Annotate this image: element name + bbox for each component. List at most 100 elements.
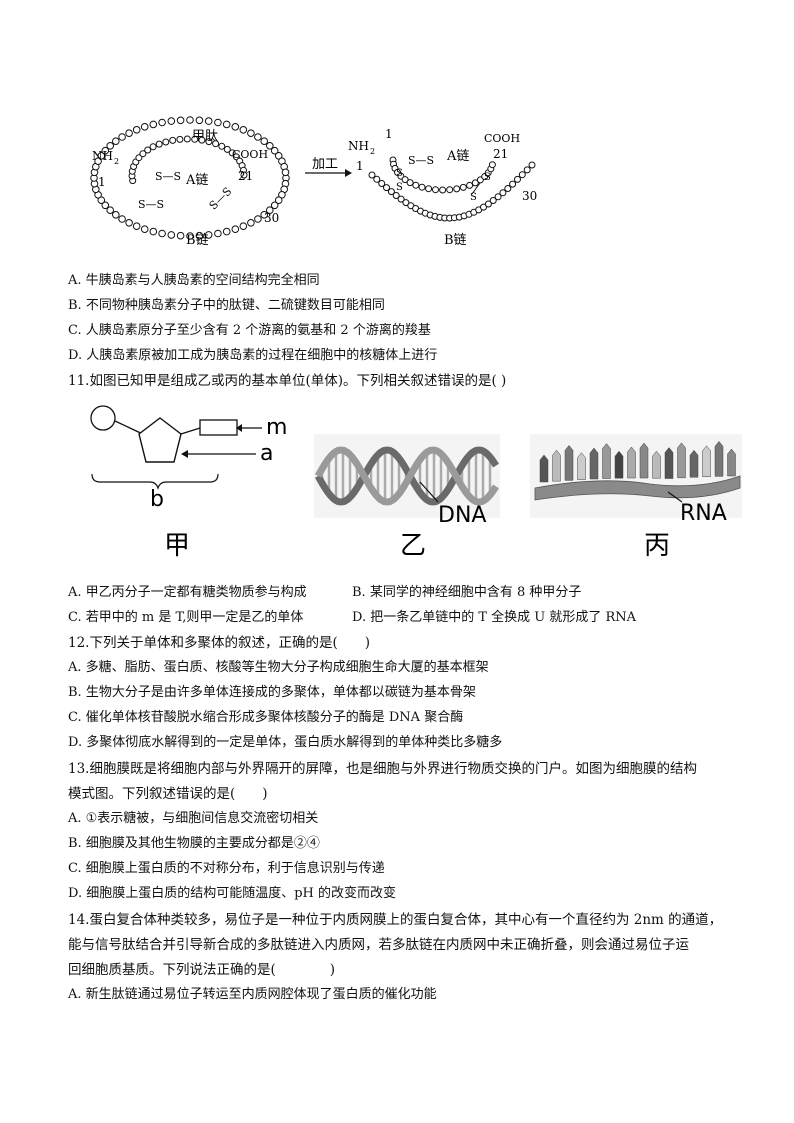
amino-acid-bead bbox=[112, 137, 120, 145]
rna-base bbox=[677, 442, 686, 479]
amino-acid-bead bbox=[118, 215, 126, 223]
amino-acid-bead bbox=[125, 219, 133, 227]
amino-acid-bead bbox=[222, 227, 231, 236]
amino-acid-bead bbox=[212, 140, 220, 148]
amino-acid-bead bbox=[167, 117, 176, 125]
amino-acid-bead bbox=[214, 229, 222, 238]
amino-acid-bead bbox=[514, 175, 521, 183]
rna-base bbox=[539, 454, 549, 483]
pentose-pentagon bbox=[138, 417, 182, 463]
amino-acid-bead bbox=[231, 225, 240, 233]
amino-acid-bead bbox=[112, 211, 120, 219]
amino-acid-bead bbox=[176, 116, 185, 125]
q12-stem: 12.下列关于单体和多聚体的叙述，正确的是( ) bbox=[68, 635, 371, 651]
amino-acid-bead bbox=[254, 215, 262, 223]
peptide-label: 甲肽 bbox=[192, 129, 218, 144]
amino-acid-bead bbox=[418, 183, 426, 191]
amino-acid-bead bbox=[425, 185, 433, 193]
q11-option-c: C. 若甲中的 m 是 T,则甲一定是乙的单体 bbox=[68, 610, 304, 625]
rna-base bbox=[689, 449, 699, 478]
amino-acid-bead bbox=[132, 222, 141, 230]
amino-acid-bead bbox=[198, 136, 206, 144]
amino-acid-bead bbox=[523, 166, 531, 174]
amino-acid-bead bbox=[140, 123, 149, 131]
q12-option-c: C. 催化单体核苷酸脱水缩合形成多聚体核酸分子的酶是 DNA 聚合酶 bbox=[68, 710, 464, 725]
s-right-a: S bbox=[396, 168, 403, 179]
amino-acid-bead bbox=[186, 232, 194, 240]
amino-acid-bead bbox=[274, 152, 283, 160]
amino-acid-bead bbox=[499, 189, 507, 197]
phosphate-circle bbox=[90, 405, 116, 431]
disulfide-left-3: S—S bbox=[207, 185, 235, 213]
amino-acid-bead bbox=[149, 120, 158, 129]
dna-strand-2 bbox=[314, 446, 499, 506]
s-right-d: S bbox=[470, 192, 477, 203]
residue-21-right: 21 bbox=[493, 147, 508, 161]
amino-acid-bead bbox=[247, 219, 255, 227]
amino-acid-bead bbox=[191, 135, 199, 143]
amino-acid-bead bbox=[266, 142, 274, 150]
amino-acid-bead bbox=[368, 171, 376, 179]
amino-acid-bead bbox=[162, 138, 170, 146]
q14-stem-line3: 回细胞质基质。下列说法正确的是( ) bbox=[68, 962, 336, 978]
amino-acid-bead bbox=[509, 180, 517, 188]
label-dna: DNA bbox=[438, 503, 486, 528]
base-bond bbox=[180, 427, 201, 435]
nh2-label-right: NH bbox=[348, 139, 369, 153]
rna-base bbox=[552, 449, 561, 482]
q13-stem-line1: 13.细胞膜既是将细胞内部与外界隔开的屏障，也是细胞与外界进行物质交换的门户。如… bbox=[68, 761, 697, 777]
amino-acid-bead bbox=[94, 157, 102, 165]
rna-base bbox=[714, 440, 724, 477]
amino-acid-bead bbox=[406, 179, 414, 187]
amino-acid-bead bbox=[240, 171, 248, 179]
amino-acid-bead bbox=[387, 188, 395, 196]
amino-acid-bead bbox=[397, 195, 405, 203]
amino-acid-bead bbox=[195, 231, 204, 240]
s-right-b: S bbox=[396, 182, 403, 193]
amino-acid-bead bbox=[135, 154, 143, 162]
q14-option-a: A. 新生肽链通过易位子转运至内质网腔体现了蛋白质的催化功能 bbox=[68, 987, 437, 1002]
a-arrow-head-icon bbox=[181, 450, 188, 458]
residue-21-left: 21 bbox=[238, 169, 253, 183]
amino-acid-bead bbox=[125, 129, 133, 137]
label-m: m bbox=[266, 415, 287, 440]
amino-acid-bead bbox=[101, 201, 110, 210]
dna-pointer bbox=[419, 481, 439, 503]
q13-option-a: A. ①表示糖被，与细胞间信息交流密切相关 bbox=[68, 811, 319, 826]
chain-b-label-right: B链 bbox=[444, 233, 467, 248]
amino-acid-bead bbox=[158, 118, 166, 127]
rna-base bbox=[727, 448, 736, 477]
rna-base bbox=[614, 450, 624, 479]
amino-acid-bead bbox=[222, 120, 231, 129]
chain-b-label-left: B链 bbox=[186, 233, 209, 248]
q14-stem-line1: 14.蛋白复合体种类较多，易位子是一种位于内质网膜上的蛋白复合体，其中心有一个直… bbox=[68, 912, 723, 928]
amino-acid-bead bbox=[140, 225, 149, 233]
amino-acid-bead bbox=[186, 116, 194, 124]
q13-option-c: C. 细胞膜上蛋白质的不对称分布，利于信息识别与传递 bbox=[68, 861, 385, 876]
rna-base bbox=[564, 444, 574, 481]
amino-acid-bead bbox=[139, 150, 147, 158]
q11-option-d: D. 把一条乙单链中的 T 全换成 U 就形成了 RNA bbox=[352, 610, 637, 625]
amino-acid-bead bbox=[504, 185, 512, 192]
amino-acid-bead bbox=[489, 197, 497, 204]
q12-option-d: D. 多聚体彻底水解得到的一定是单体，蛋白质水解得到的单体种类比多糖多 bbox=[68, 735, 503, 750]
amino-acid-bead bbox=[155, 140, 163, 148]
amino-acid-bead bbox=[195, 116, 204, 125]
q11-option-a: A. 甲乙丙分子一定都有糖类物质参与构成 bbox=[68, 585, 307, 600]
cooh-label-right: COOH bbox=[484, 132, 520, 145]
amino-acid-bead bbox=[231, 123, 240, 131]
label-jia: 甲 bbox=[164, 531, 190, 561]
amino-acid-bead bbox=[167, 231, 176, 239]
rna-backbone bbox=[534, 475, 741, 501]
q14-stem-line2: 能与信号肽结合并引导新合成的多肽链进入内质网，若多肽链在内质网中未正确折叠，则会… bbox=[68, 937, 689, 953]
residue-30-left: 30 bbox=[264, 211, 279, 225]
s-right-c: S bbox=[484, 172, 491, 183]
amino-acid-bead bbox=[392, 192, 400, 199]
amino-acid-bead bbox=[480, 203, 487, 211]
amino-acid-bead bbox=[158, 229, 166, 238]
rna-bases bbox=[539, 440, 736, 483]
cooh-label-left: COOH bbox=[232, 148, 268, 161]
amino-acid-bead bbox=[266, 206, 274, 214]
insulin-processing-figure: 甲肽 NH 2 1 S—S S—S S—S A链 COOH 21 30 B链 加… bbox=[90, 116, 537, 248]
disulfide-left-2: S—S bbox=[138, 198, 164, 211]
